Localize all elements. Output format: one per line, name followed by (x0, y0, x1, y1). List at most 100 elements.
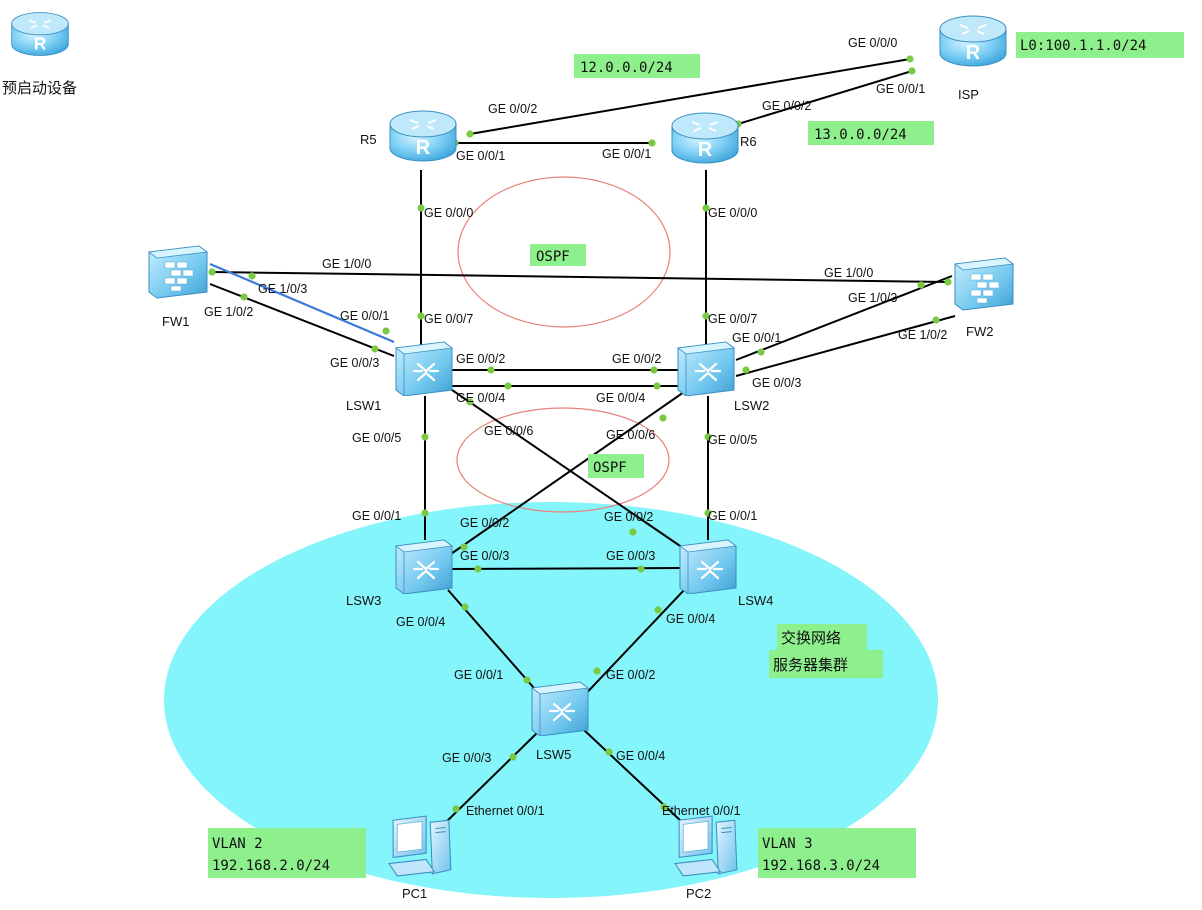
port-labels-layer: GE 0/0/0 GE 0/0/2 GE 0/0/1 GE 0/0/2 GE 0/0/1… (204, 36, 947, 818)
port-label-fw1-fw2-a: GE 1/0/0 (322, 257, 371, 271)
port-label-fw2-lsw2a-a: GE 1/0/3 (848, 291, 897, 305)
port-dot-lsw3-lsw4-a (474, 565, 482, 573)
link-lsw2-lsw3[interactable] (447, 391, 685, 557)
port-dot-lsw4-lsw5-b (593, 667, 601, 675)
predeploy-label: 预启动设备 (2, 79, 77, 97)
link-lsw1-lsw4[interactable] (451, 389, 687, 551)
port-label-lsw5-pc2-b: Ethernet 0/0/1 (662, 804, 741, 818)
port-dot-fw2-lsw2b-a (932, 316, 940, 324)
lsw4-switch-icon (678, 538, 738, 594)
r6-router-icon (670, 111, 740, 165)
device-lsw5[interactable]: LSW5 (530, 680, 590, 762)
port-dots-layer (208, 55, 952, 813)
port-dot-r5-lsw1-b (417, 312, 425, 320)
port-label-lsw5-pc1-b: Ethernet 0/0/1 (466, 804, 545, 818)
port-dot-fw1-lsw1b-b (371, 345, 379, 353)
port-label-r6-lsw2-a: GE 0/0/0 (708, 206, 757, 220)
port-dot-isp-r5-b (466, 130, 474, 138)
link-isp-r6[interactable] (737, 70, 913, 125)
pc2-computer-icon (674, 815, 738, 877)
port-dot-lsw4-lsw5-a (654, 606, 662, 614)
predeploy-legend: 预启动设备 (2, 11, 77, 97)
link-fw2-lsw2b[interactable] (735, 315, 956, 377)
cluster-label-line2: 服务器集群 (773, 656, 848, 674)
port-label-lsw1-lsw2a-a: GE 0/0/2 (456, 352, 505, 366)
port-label-isp-r6-b: GE 0/0/2 (762, 99, 811, 113)
net-12-text: 12.0.0.0/24 (580, 60, 673, 76)
link-fw1-fw2[interactable] (211, 271, 949, 283)
ospf-lower-note: OSPF (588, 454, 644, 478)
port-dot-lsw1-lsw2a-b (650, 366, 658, 374)
port-dot-lsw5-pc1-b (452, 805, 460, 813)
fw1-firewall-icon (148, 245, 208, 299)
device-fw2[interactable]: FW2 (954, 257, 1014, 339)
port-dot-lsw2-lsw3-a (659, 414, 667, 422)
port-dot-isp-r5-a (906, 55, 914, 63)
ospf-area-upper (457, 176, 671, 328)
port-label-isp-r5-b: GE 0/0/2 (488, 102, 537, 116)
device-r5[interactable]: R5 (360, 109, 458, 163)
port-label-fw2-lsw2a-b: GE 0/0/1 (732, 331, 781, 345)
net-12-note: 12.0.0.0/24 (574, 54, 700, 78)
lsw2-switch-icon (676, 340, 736, 396)
port-dot-lsw1-lsw3-b (421, 509, 429, 517)
lsw1-label: LSW1 (346, 398, 381, 413)
port-label-lsw1-lsw2b-b: GE 0/0/4 (596, 391, 645, 405)
port-label-fw2-lsw2b-a: GE 1/0/2 (898, 328, 947, 342)
device-isp[interactable]: ISP (938, 14, 1008, 102)
lsw3-switch-icon (394, 538, 454, 594)
port-label-lsw3-lsw4-a: GE 0/0/3 (460, 549, 509, 563)
device-pc2[interactable]: PC2 (674, 815, 738, 901)
r5-router-icon (388, 109, 458, 163)
port-dot-fw2-lsw2b-b (742, 366, 750, 374)
isp-router-icon (938, 14, 1008, 68)
pc2-label: PC2 (686, 886, 711, 901)
vlan2-line2: 192.168.2.0/24 (212, 858, 330, 874)
port-dot-lsw5-pc2-a (605, 748, 613, 756)
ospf-upper-text: OSPF (536, 249, 570, 265)
port-label-lsw1-lsw3-a: GE 0/0/5 (352, 431, 401, 445)
device-lsw4[interactable]: LSW4 (678, 538, 773, 608)
device-lsw2[interactable]: LSW2 (676, 340, 769, 413)
port-label-r5-r6-b: GE 0/0/1 (602, 147, 651, 161)
port-dot-fw2-lsw2a-a (917, 281, 925, 289)
link-fw1-lsw1a[interactable] (209, 262, 395, 344)
device-r6[interactable]: R6 (670, 111, 757, 165)
port-label-lsw2-lsw3-a: GE 0/0/6 (606, 428, 655, 442)
port-dot-lsw5-pc1-a (509, 753, 517, 761)
cluster-label-line1: 交换网络 (781, 629, 841, 647)
device-fw1[interactable]: FW1 (148, 245, 208, 329)
port-dot-fw1-lsw1b-a (240, 293, 248, 301)
port-label-lsw2-lsw4-a: GE 0/0/5 (708, 433, 757, 447)
vlan2-line1: VLAN 2 (212, 836, 263, 852)
link-lsw4-lsw5[interactable] (577, 587, 687, 703)
port-label-lsw1-lsw3-b: GE 0/0/1 (352, 509, 401, 523)
device-lsw1[interactable]: LSW1 (346, 340, 454, 413)
port-label-lsw4-lsw5-a: GE 0/0/4 (666, 612, 715, 626)
port-label-r6-lsw2-b: GE 0/0/7 (708, 312, 757, 326)
link-lsw3-lsw4[interactable] (451, 567, 681, 570)
port-label-lsw5-pc2-a: GE 0/0/4 (616, 749, 665, 763)
lsw5-switch-icon (530, 680, 590, 736)
port-label-isp-r6-a: GE 0/0/1 (876, 82, 925, 96)
device-pc1[interactable]: PC1 (388, 815, 452, 901)
port-dot-lsw1-lsw3-a (421, 433, 429, 441)
device-lsw3[interactable]: LSW3 (346, 538, 454, 608)
port-label-r5-lsw1-b: GE 0/0/7 (424, 312, 473, 326)
lsw5-label: LSW5 (536, 747, 571, 762)
port-dot-lsw1-lsw2b-b (653, 382, 661, 390)
port-label-lsw4-lsw5-b: GE 0/0/2 (606, 668, 655, 682)
pc1-computer-icon (388, 815, 452, 877)
isp-loopback-text: L0:100.1.1.0/24 (1020, 38, 1146, 54)
link-isp-r5[interactable] (469, 58, 911, 135)
port-label-lsw1-lsw4-a: GE 0/0/6 (484, 424, 533, 438)
r6-label: R6 (740, 134, 757, 149)
port-label-fw2-lsw2b-b: GE 0/0/3 (752, 376, 801, 390)
links-layer (209, 58, 956, 827)
port-dot-lsw1-lsw4-b (629, 528, 637, 536)
ospf-area-lower (456, 407, 670, 513)
link-fw2-lsw2a[interactable] (735, 275, 953, 361)
port-dot-r5-lsw1-a (417, 204, 425, 212)
port-label-fw1-lsw1a-a: GE 1/0/3 (258, 282, 307, 296)
port-dot-lsw2-lsw4-a (704, 433, 712, 441)
